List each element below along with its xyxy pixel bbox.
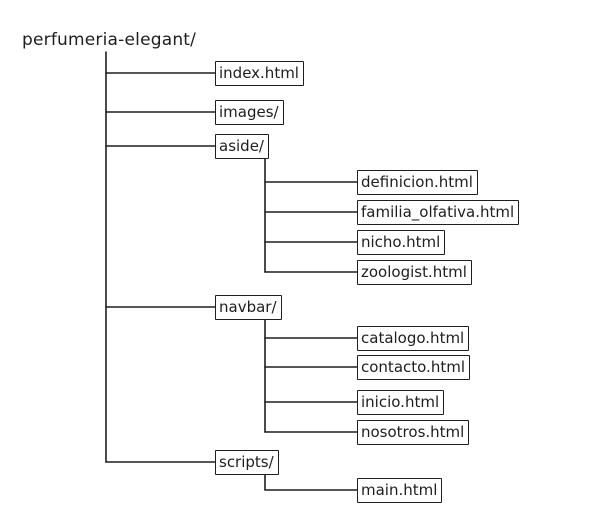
node-zoologist-html: zoologist.html: [357, 260, 472, 285]
node-label: main.html: [361, 481, 438, 499]
node-label: navbar/: [219, 298, 277, 316]
node-images-folder: images/: [215, 100, 284, 125]
scripts-trunk-line: [264, 473, 358, 491]
node-nosotros-html: nosotros.html: [357, 420, 470, 445]
node-main-html: main.html: [357, 478, 443, 503]
node-label: images/: [219, 103, 279, 121]
node-label: aside/: [219, 137, 264, 155]
node-inicio-html: inicio.html: [357, 390, 445, 415]
node-familia-olfativa-html: familia_olfativa.html: [357, 200, 520, 225]
node-nicho-html: nicho.html: [357, 230, 446, 255]
node-label: contacto.html: [361, 358, 465, 376]
node-label: nosotros.html: [361, 423, 465, 441]
node-catalogo-html: catalogo.html: [357, 326, 470, 351]
node-label: familia_olfativa.html: [361, 203, 515, 221]
node-contacto-html: contacto.html: [357, 355, 470, 380]
node-label: nicho.html: [361, 233, 441, 251]
node-definicion-html: definicion.html: [357, 170, 478, 195]
node-label: inicio.html: [361, 393, 440, 411]
node-label: catalogo.html: [361, 329, 465, 347]
node-navbar-folder: navbar/: [215, 295, 282, 320]
node-index-html: index.html: [215, 61, 304, 86]
node-scripts-folder: scripts/: [215, 450, 279, 475]
node-label: scripts/: [219, 453, 274, 471]
root-folder-label: perfumeria-elegant/: [22, 30, 197, 50]
node-aside-folder: aside/: [215, 134, 269, 159]
node-label: zoologist.html: [361, 263, 467, 281]
node-label: definicion.html: [361, 173, 473, 191]
node-label: index.html: [219, 64, 299, 82]
